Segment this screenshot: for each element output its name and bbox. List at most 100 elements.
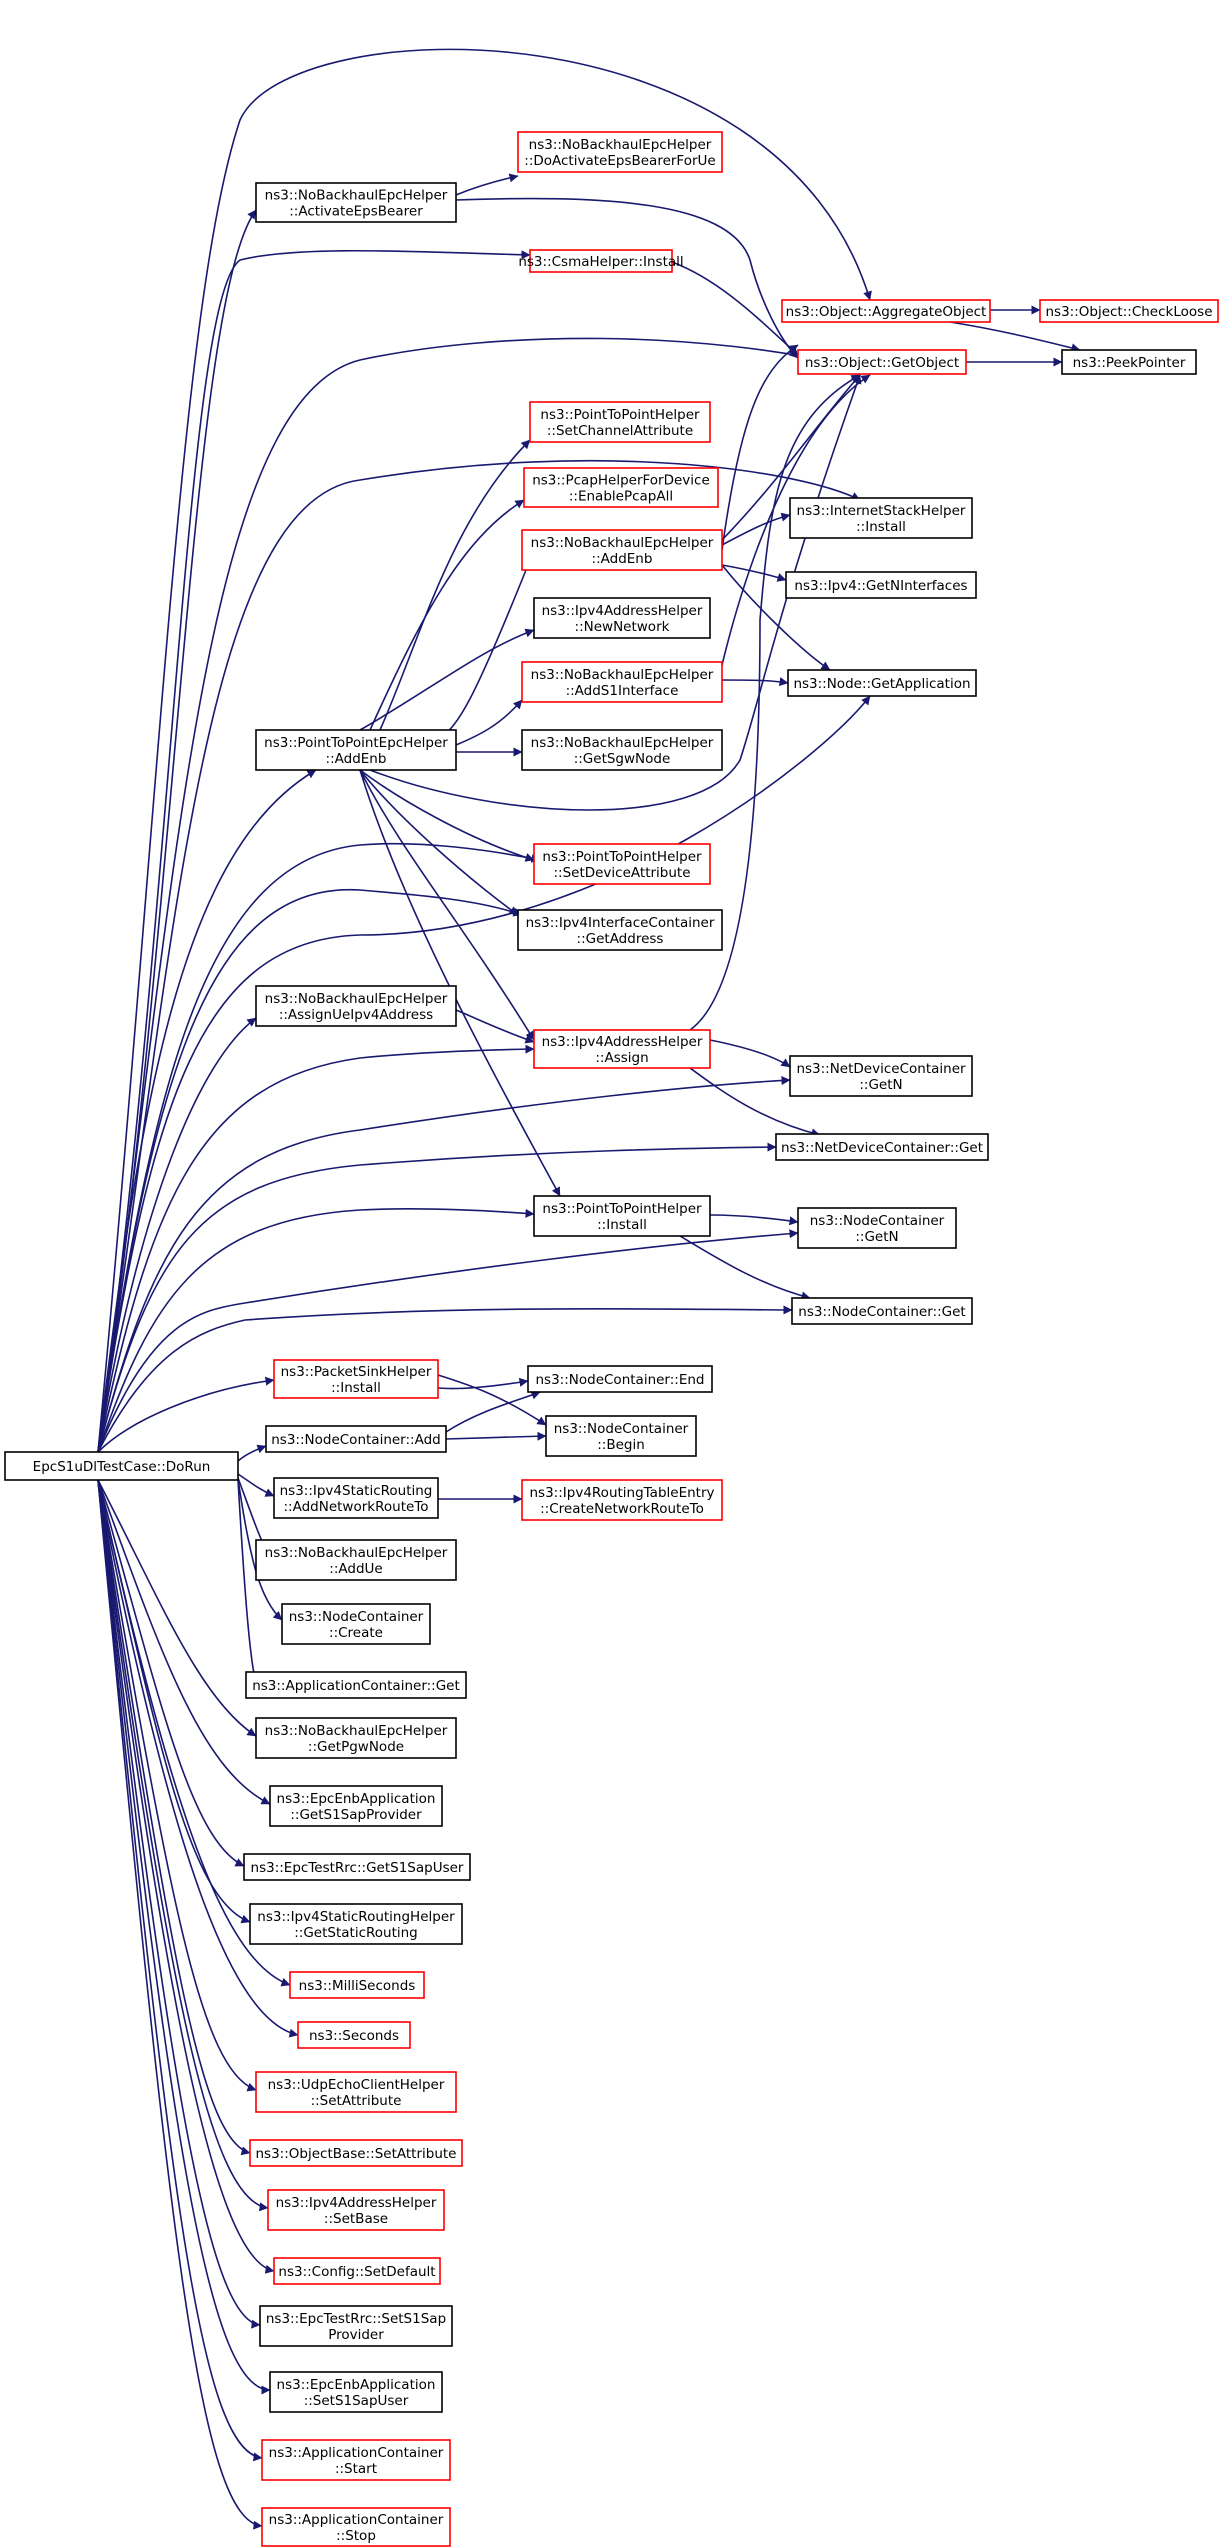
call-edge: [359, 769, 535, 862]
node-label: ::AddNetworkRouteTo: [284, 1499, 429, 1515]
node-internetstack-install[interactable]: ns3::InternetStackHelper::Install: [789, 497, 973, 539]
node-ipv4addr-setbase[interactable]: ns3::Ipv4AddressHelper::SetBase: [267, 2189, 445, 2231]
call-edge: [689, 1067, 821, 1138]
node-objectbase-setattr[interactable]: ns3::ObjectBase::SetAttribute: [249, 2139, 463, 2167]
node-netdev-get[interactable]: ns3::NetDeviceContainer::Get: [775, 1133, 989, 1161]
node-p2p-install[interactable]: ns3::PointToPointHelper::Install: [533, 1195, 711, 1237]
node-noBackhaul-getpgw[interactable]: ns3::NoBackhaulEpcHelper::GetPgwNode: [255, 1717, 457, 1759]
node-ipv4rte-create[interactable]: ns3::Ipv4RoutingTableEntry::CreateNetwor…: [521, 1479, 723, 1521]
node-nodec-begin[interactable]: ns3::NodeContainer::Begin: [545, 1415, 697, 1457]
node-noBackhaul-addenb[interactable]: ns3::NoBackhaulEpcHelper::AddEnb: [521, 529, 723, 571]
node-p2pepc-addenb[interactable]: ns3::PointToPointEpcHelper::AddEnb: [255, 729, 457, 771]
node-label: ns3::ApplicationContainer: [269, 2512, 444, 2528]
node-noBackhaul-activateEps[interactable]: ns3::NoBackhaulEpcHelper::ActivateEpsBea…: [255, 182, 457, 223]
node-ipv4addr-assign[interactable]: ns3::Ipv4AddressHelper::Assign: [533, 1029, 711, 1069]
node-label: ::NewNetwork: [575, 619, 670, 635]
node-label: ns3::CsmaHelper::Install: [518, 254, 683, 270]
node-label: ns3::EpcTestRrc::SetS1Sap: [266, 2311, 446, 2327]
node-box: [797, 1207, 957, 1249]
call-edge: [671, 261, 799, 356]
node-label: ns3::NodeContainer: [810, 1213, 945, 1229]
node-netdev-getn[interactable]: ns3::NetDeviceContainer::GetN: [789, 1055, 973, 1097]
node-object-getobject[interactable]: ns3::Object::GetObject: [797, 349, 967, 375]
node-label: EpcS1uDlTestCase::DoRun: [33, 1459, 211, 1475]
node-seconds[interactable]: ns3::Seconds: [297, 2021, 411, 2049]
node-object-aggregate[interactable]: ns3::Object::AggregateObject: [781, 299, 991, 323]
node-label: ::GetN: [855, 1229, 898, 1245]
node-node-getapp[interactable]: ns3::Node::GetApplication: [787, 669, 977, 697]
node-noBackhaul-getsgw[interactable]: ns3::NoBackhaulEpcHelper::GetSgwNode: [521, 729, 723, 771]
node-label: ::GetSgwNode: [574, 751, 671, 767]
node-ipv4staticrh-get[interactable]: ns3::Ipv4StaticRoutingHelper::GetStaticR…: [249, 1903, 463, 1945]
node-label: ::SetChannelAttribute: [547, 423, 693, 439]
node-label: ns3::Object::GetObject: [805, 355, 959, 371]
node-label: ns3::NodeContainer: [289, 1609, 424, 1625]
node-nodec-create[interactable]: ns3::NodeContainer::Create: [281, 1603, 431, 1645]
node-box: [273, 1359, 439, 1399]
node-label: ns3::NoBackhaulEpcHelper: [265, 188, 448, 204]
node-milliseconds[interactable]: ns3::MilliSeconds: [289, 1971, 425, 1999]
node-ipv4addr-newnetwork[interactable]: ns3::Ipv4AddressHelper::NewNetwork: [533, 597, 711, 639]
node-noBackhaul-assignue[interactable]: ns3::NoBackhaulEpcHelper::AssignUeIpv4Ad…: [255, 985, 457, 1027]
node-label: ::EnablePcapAll: [569, 489, 673, 505]
node-label: ::Assign: [595, 1050, 648, 1066]
node-p2p-setdevice[interactable]: ns3::PointToPointHelper::SetDeviceAttrib…: [533, 843, 711, 885]
node-label: ns3::NoBackhaulEpcHelper: [265, 1723, 448, 1739]
node-appc-start[interactable]: ns3::ApplicationContainer::Start: [261, 2439, 451, 2481]
call-edge: [97, 1479, 263, 2530]
node-packetsink-install[interactable]: ns3::PacketSinkHelper::Install: [273, 1359, 439, 1399]
node-label: ns3::Object::CheckLoose: [1045, 304, 1212, 320]
node-epctestrrc-gets1[interactable]: ns3::EpcTestRrc::GetS1SapUser: [243, 1853, 471, 1881]
node-ipv4-getninterfaces[interactable]: ns3::Ipv4::GetNInterfaces: [785, 571, 977, 599]
node-epcenb-gets1sap[interactable]: ns3::EpcEnbApplication::GetS1SapProvider: [269, 1785, 443, 1827]
node-ipv4iface-getaddr[interactable]: ns3::Ipv4InterfaceContainer::GetAddress: [517, 909, 723, 951]
call-edge: [949, 321, 1081, 353]
node-label: ns3::NoBackhaulEpcHelper: [531, 735, 714, 751]
node-noBackhaul-addue[interactable]: ns3::NoBackhaulEpcHelper::AddUe: [255, 1539, 457, 1581]
call-edge: [97, 695, 871, 1453]
node-label: ::Install: [597, 1217, 647, 1233]
node-peekpointer[interactable]: ns3::PeekPointer: [1061, 349, 1197, 375]
node-label: ns3::PointToPointEpcHelper: [264, 735, 448, 751]
node-csma-install[interactable]: ns3::CsmaHelper::Install: [518, 249, 684, 273]
node-appc-get[interactable]: ns3::ApplicationContainer::Get: [245, 1671, 467, 1699]
call-nodes: EpcS1uDlTestCase::DoRunns3::NoBackhaulEp…: [4, 131, 1219, 2547]
node-pcap-enable[interactable]: ns3::PcapHelperForDevice::EnablePcapAll: [523, 467, 719, 508]
node-label: ::CreateNetworkRouteTo: [540, 1501, 704, 1517]
node-box: [529, 401, 711, 443]
node-nodec-getn[interactable]: ns3::NodeContainer::GetN: [797, 1207, 957, 1249]
node-config-setdefault[interactable]: ns3::Config::SetDefault: [273, 2257, 441, 2285]
node-ipv4static-addnet[interactable]: ns3::Ipv4StaticRouting::AddNetworkRouteT…: [273, 1477, 439, 1519]
node-udpecho-setattr[interactable]: ns3::UdpEchoClientHelper::SetAttribute: [255, 2071, 457, 2113]
node-appc-stop[interactable]: ns3::ApplicationContainer::Stop: [261, 2507, 451, 2547]
node-label: ns3::Ipv4AddressHelper: [542, 1034, 703, 1050]
node-label: ::GetStaticRouting: [294, 1925, 418, 1941]
node-nodec-get[interactable]: ns3::NodeContainer::Get: [791, 1297, 973, 1325]
node-box: [1061, 349, 1197, 375]
node-box: [261, 2439, 451, 2481]
node-label: ns3::NodeContainer::Add: [271, 1432, 440, 1448]
node-nodec-end[interactable]: ns3::NodeContainer::End: [527, 1365, 713, 1393]
node-object-checkloose[interactable]: ns3::Object::CheckLoose: [1039, 299, 1219, 323]
node-box: [781, 299, 991, 323]
node-root[interactable]: EpcS1uDlTestCase::DoRun: [4, 1451, 239, 1481]
node-noBackhaul-doActivate[interactable]: ns3::NoBackhaulEpcHelper::DoActivateEpsB…: [517, 131, 723, 173]
node-noBackhaul-adds1[interactable]: ns3::NoBackhaulEpcHelper::AddS1Interface: [521, 661, 723, 703]
node-nodec-add[interactable]: ns3::NodeContainer::Add: [265, 1425, 447, 1453]
node-box: [245, 1671, 467, 1699]
node-label: ns3::Ipv4InterfaceContainer: [526, 915, 715, 931]
call-edge: [689, 374, 861, 1031]
call-edge: [721, 344, 799, 551]
call-edge: [97, 1207, 535, 1453]
call-edge: [721, 374, 861, 541]
node-p2p-setchannel[interactable]: ns3::PointToPointHelper::SetChannelAttri…: [529, 401, 711, 443]
node-label: ns3::UdpEchoClientHelper: [268, 2077, 445, 2093]
node-label: ns3::NetDeviceContainer::Get: [781, 1140, 983, 1156]
call-edge: [97, 1376, 275, 1453]
call-edge: [369, 499, 525, 731]
call-edge: [97, 337, 861, 1453]
node-epcenb-sets1user[interactable]: ns3::EpcEnbApplication::SetS1SapUser: [269, 2371, 443, 2413]
call-edge: [97, 1479, 271, 1805]
call-edge: [721, 564, 787, 582]
